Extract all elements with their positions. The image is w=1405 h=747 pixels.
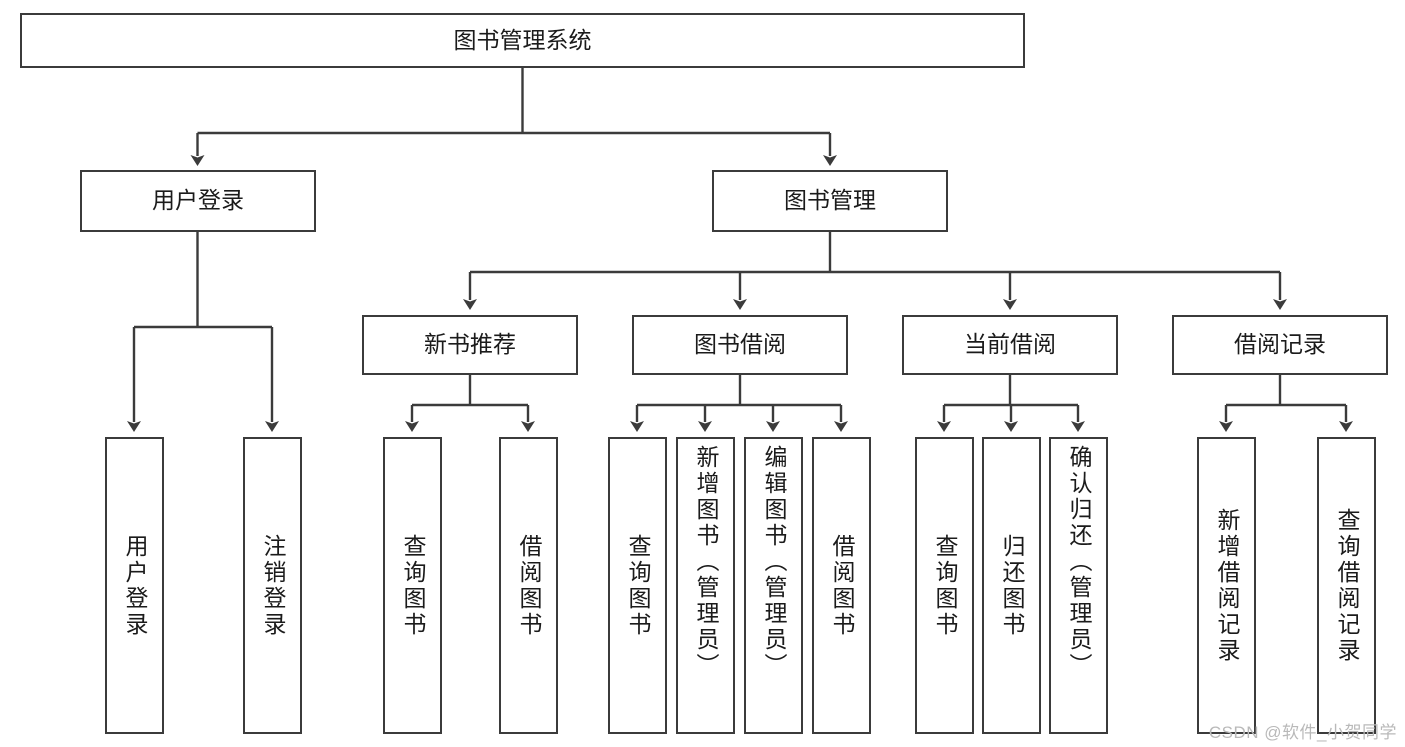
watermark-text: CSDN @软件_小贺同学 (1208, 723, 1397, 742)
leaf-borrow-book-1-label: 借阅图书 (516, 533, 542, 638)
leaf-borrow-book-2-label: 借阅图书 (829, 533, 855, 638)
node-root[interactable]: 图书管理系统 (20, 13, 1025, 68)
leaf-add-book[interactable]: 新增图书（管理员） (676, 437, 735, 734)
node-current-borrow[interactable]: 当前借阅 (902, 315, 1118, 375)
node-book-borrow[interactable]: 图书借阅 (632, 315, 848, 375)
node-new-book-rec[interactable]: 新书推荐 (362, 315, 578, 375)
leaf-query-book-1[interactable]: 查询图书 (383, 437, 442, 734)
leaf-logout[interactable]: 注销登录 (243, 437, 302, 734)
leaf-query-book-2[interactable]: 查询图书 (608, 437, 667, 734)
leaf-query-record[interactable]: 查询借阅记录 (1317, 437, 1376, 734)
leaf-query-book-2-label: 查询图书 (625, 533, 651, 638)
leaf-confirm-return[interactable]: 确认归还（管理员） (1049, 437, 1108, 734)
leaf-edit-book[interactable]: 编辑图书（管理员） (744, 437, 803, 734)
node-root-label: 图书管理系统 (453, 26, 592, 53)
node-current-borrow-label: 当前借阅 (964, 331, 1056, 358)
node-new-book-rec-label: 新书推荐 (424, 331, 516, 358)
leaf-confirm-return-label: 确认归还（管理员） (1066, 445, 1092, 679)
leaf-add-record-label: 新增借阅记录 (1214, 507, 1240, 664)
leaf-user-login-label: 用户登录 (122, 533, 148, 638)
leaf-borrow-book-1[interactable]: 借阅图书 (499, 437, 558, 734)
node-book-manage[interactable]: 图书管理 (712, 170, 948, 232)
node-book-manage-label: 图书管理 (784, 187, 876, 214)
node-user-login[interactable]: 用户登录 (80, 170, 316, 232)
leaf-query-book-3-label: 查询图书 (932, 533, 958, 638)
leaf-query-record-label: 查询借阅记录 (1334, 507, 1360, 664)
leaf-query-book-3[interactable]: 查询图书 (915, 437, 974, 734)
leaf-edit-book-label: 编辑图书（管理员） (761, 445, 787, 679)
leaf-borrow-book-2[interactable]: 借阅图书 (812, 437, 871, 734)
leaf-logout-label: 注销登录 (260, 533, 286, 638)
leaf-add-book-label: 新增图书（管理员） (693, 445, 719, 679)
leaf-query-book-1-label: 查询图书 (400, 533, 426, 638)
leaf-user-login[interactable]: 用户登录 (105, 437, 164, 734)
leaf-add-record[interactable]: 新增借阅记录 (1197, 437, 1256, 734)
node-book-borrow-label: 图书借阅 (694, 331, 786, 358)
leaf-return-book-label: 归还图书 (999, 533, 1025, 638)
node-borrow-record[interactable]: 借阅记录 (1172, 315, 1388, 375)
leaf-return-book[interactable]: 归还图书 (982, 437, 1041, 734)
node-borrow-record-label: 借阅记录 (1234, 331, 1326, 358)
node-user-login-label: 用户登录 (152, 187, 244, 214)
